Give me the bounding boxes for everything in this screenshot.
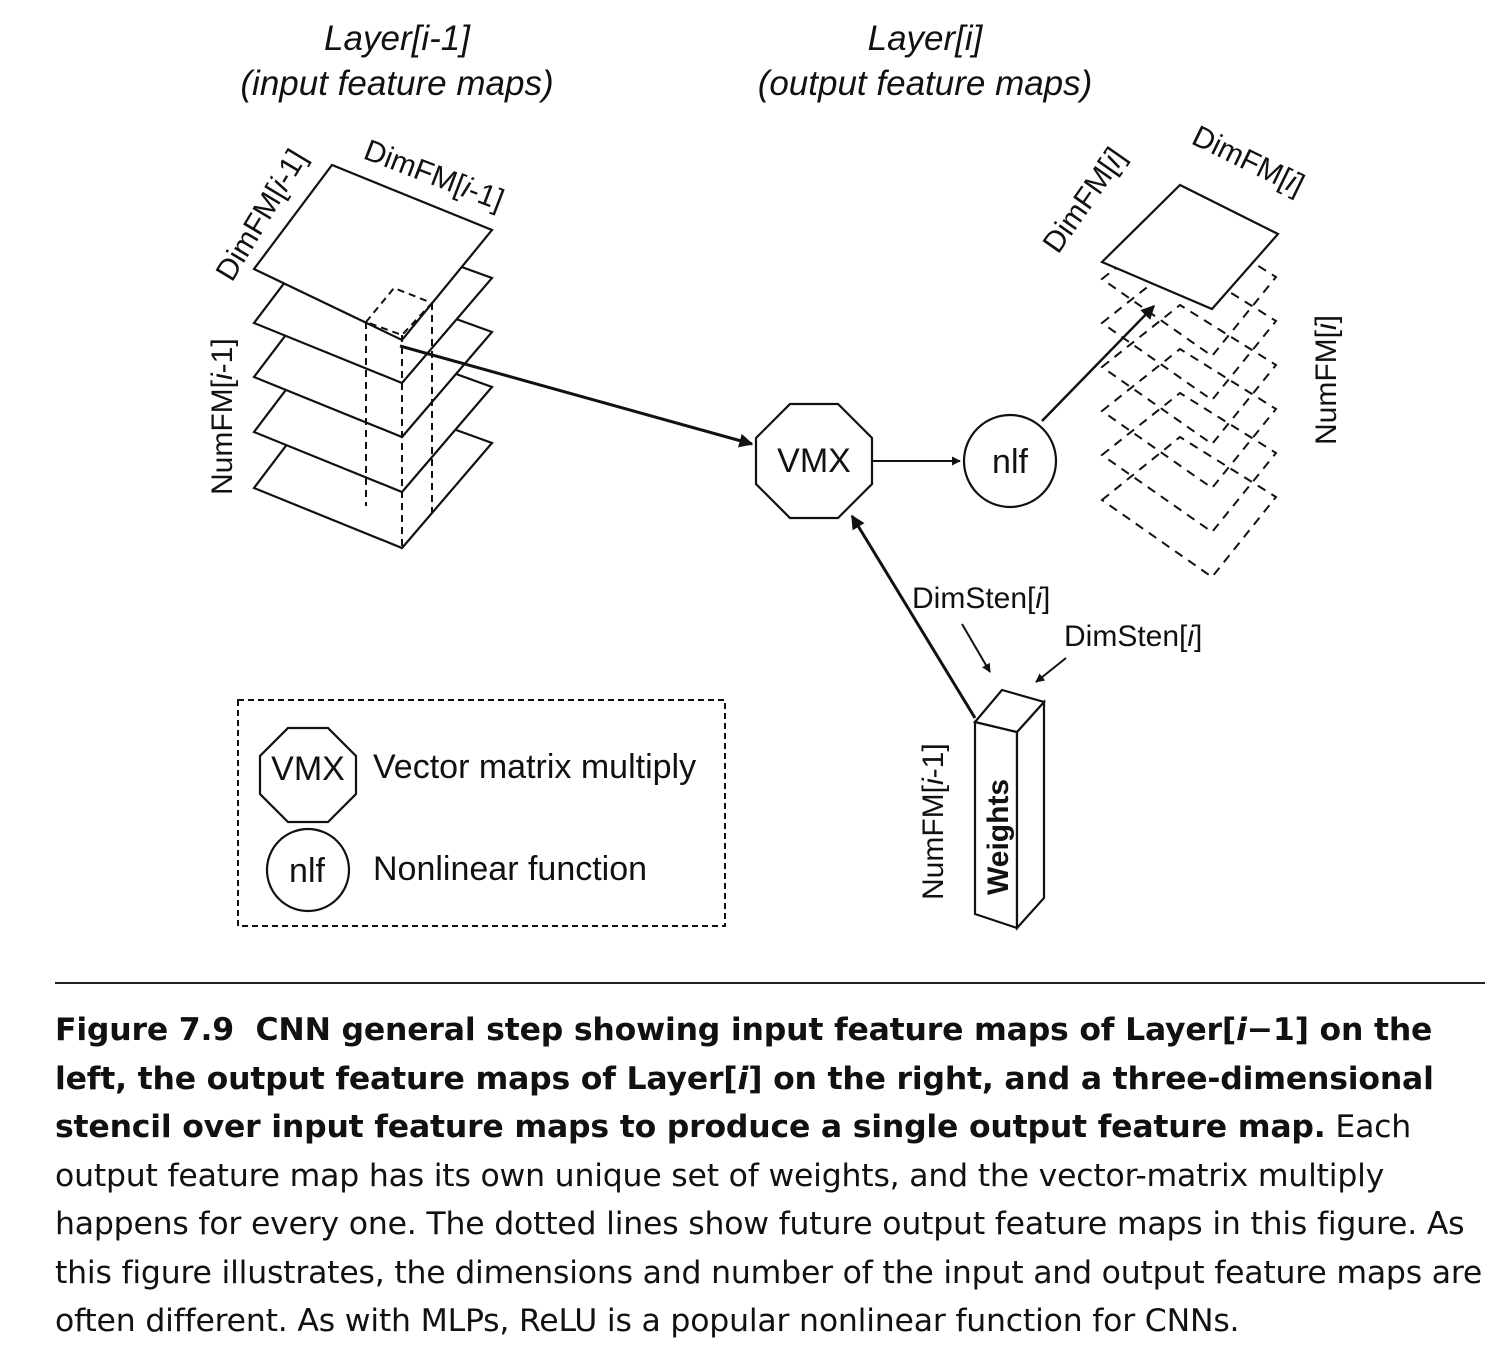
caption-lead: Figure 7.9 CNN general step showing inpu…: [55, 1012, 1434, 1145]
cnn-step-diagram: Layer[i-1] (input feature maps) Layer[i]…: [206, 19, 1343, 931]
stencil-to-vmx-arrow: [399, 344, 754, 448]
future-output-map: [1100, 435, 1278, 579]
stencil-dim-pointer-2: [1035, 657, 1067, 683]
future-output-map: [1100, 303, 1278, 446]
legend: VMX Vector matrix multiply nlf Nonlinear…: [237, 699, 726, 927]
legend-vmx-text: Vector matrix multiply: [373, 748, 696, 786]
input-feature-map-stack: [252, 163, 494, 550]
input-feature-map: [252, 163, 494, 342]
output-layer-title: Layer[i]: [868, 19, 984, 58]
output-dim-label-left: DimFM[i]: [1037, 142, 1133, 259]
weights-label: Weights: [982, 779, 1015, 895]
legend-vmx-symbol-label: VMX: [271, 750, 345, 788]
input-num-label: NumFM[i-1]: [206, 338, 239, 495]
weights-num-label: NumFM[i-1]: [917, 743, 950, 900]
stencil-dim-label-1: DimSten[i]: [912, 582, 1050, 615]
nlf-node-label: nlf: [992, 443, 1028, 481]
vmx-node: [754, 402, 874, 520]
weights-block: [973, 688, 1046, 931]
input-layer-title: Layer[i-1]: [324, 19, 471, 58]
output-dim-label-top: DimFM[i]: [1187, 120, 1309, 202]
nlf-to-output-arrow: [1041, 304, 1155, 422]
nlf-node: [962, 413, 1058, 509]
output-future-maps: [1100, 215, 1278, 579]
weights-to-vmx-arrow: [850, 514, 977, 719]
caption-body: Each output feature map has its own uniq…: [55, 1109, 1483, 1339]
output-num-label: NumFM[i]: [1310, 315, 1343, 445]
stencil-dim-pointer-1: [961, 623, 991, 673]
future-output-map: [1100, 347, 1278, 490]
stencil-dim-label-2: DimSten[i]: [1064, 620, 1202, 653]
output-feature-map: [1100, 183, 1280, 311]
legend-nlf-text: Nonlinear function: [373, 850, 647, 888]
output-layer-subtitle: (output feature maps): [758, 64, 1093, 103]
figure-caption: Figure 7.9 CNN general step showing inpu…: [55, 1006, 1487, 1346]
legend-vmx-symbol: [258, 726, 358, 824]
future-output-map: [1100, 391, 1278, 534]
caption-divider: [55, 982, 1485, 984]
legend-nlf-symbol: [265, 827, 351, 913]
figure-number: Figure 7.9: [55, 1012, 234, 1048]
input-layer-subtitle: (input feature maps): [240, 64, 553, 103]
legend-frame: [237, 699, 726, 927]
vmx-node-label: VMX: [777, 442, 851, 480]
legend-nlf-symbol-label: nlf: [289, 852, 325, 890]
stencil-prism: [364, 286, 434, 548]
